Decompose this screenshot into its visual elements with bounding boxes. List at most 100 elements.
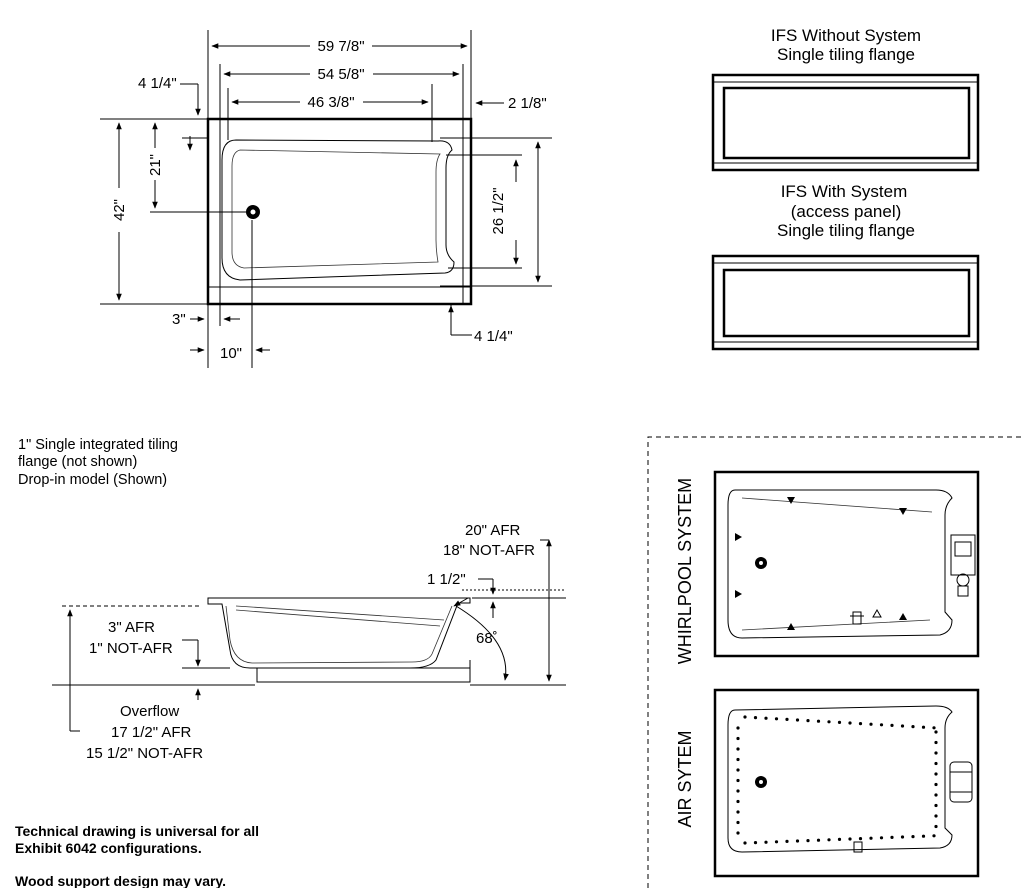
air-jet-dot: [900, 835, 905, 839]
air-jet-dot: [890, 723, 894, 728]
air-jet-dot: [736, 831, 740, 835]
footnotes: Technical drawing is universal for all E…: [15, 823, 259, 888]
valve-icon: [853, 841, 863, 853]
air-jet-dot: [932, 726, 936, 730]
air-jet-dot: [736, 778, 740, 783]
air-jet-dot: [816, 838, 821, 842]
ifs-without-title: IFS Without System: [771, 26, 921, 45]
air-jet-dot: [816, 719, 821, 723]
air-jet-dot: [736, 810, 740, 814]
air-jet-dot: [934, 740, 938, 745]
air-jet-dot: [795, 718, 800, 722]
air-jet-dot: [934, 814, 938, 818]
air-jet-dot: [736, 768, 740, 772]
section-overflow-afr: 17 1/2" AFR: [111, 724, 192, 741]
air-jet-dot: [934, 824, 938, 829]
svg-text:1" Single integrated tiling: 1" Single integrated tiling: [18, 437, 178, 453]
air-jet-dot: [753, 716, 758, 720]
air-jet-dot: [806, 719, 810, 723]
dim-left-offset: 4 1/4": [138, 75, 177, 92]
plan-view: 59 7/8" 54 5/8" 46 3/8" 4 1/4" 2 1/8" 42…: [100, 30, 552, 368]
ifs-without-subtitle: Single tiling flange: [777, 45, 915, 64]
dim-bottom-right: 4 1/4": [474, 328, 513, 345]
air-jet-dot: [911, 835, 915, 839]
tub-section: [207, 597, 471, 669]
section-view: 20" AFR 18" NOT-AFR 1 1/2" 68˚ 3" AFR 1"…: [52, 522, 566, 762]
air-jet-dot: [785, 839, 789, 844]
air-jet-dot: [900, 724, 905, 728]
air-jet-dot: [764, 716, 768, 720]
jet-icons: [735, 497, 907, 630]
air-jet-dot: [806, 839, 810, 843]
air-jet-dot: [827, 838, 831, 842]
svg-text:Exhibit 6042 configurations.: Exhibit 6042 configurations.: [15, 840, 202, 856]
pump-icon: [950, 534, 976, 597]
air-jet-dot: [795, 839, 800, 843]
air-jet-dot: [858, 722, 863, 726]
air-jet-dot: [848, 837, 852, 841]
air-jet-dot: [764, 840, 768, 844]
section-base-not-afr: 1" NOT-AFR: [89, 640, 173, 657]
blower-icon: [949, 761, 973, 803]
dim-depth-overall: 42": [111, 199, 128, 221]
air-jet-dot: [921, 725, 926, 729]
systems-panel: WHIRLPOOL SYSTEM AIR SYTEM: [647, 436, 1024, 888]
air-jet-dot: [934, 803, 938, 808]
air-jet-dot: [736, 736, 740, 741]
air-jet-dot: [932, 834, 936, 838]
ifs-with-subtitle: (access panel): [791, 202, 902, 221]
air-jet-dot: [869, 836, 873, 840]
section-overflow-not-afr: 15 1/2" NOT-AFR: [86, 745, 203, 762]
air-jet-dot: [736, 789, 740, 793]
dim-width-inner: 54 5/8": [317, 66, 364, 83]
dim-drain-center: 21": [147, 154, 164, 176]
section-height-not-afr: 18" NOT-AFR: [443, 542, 535, 559]
section-angle: 68˚: [476, 630, 498, 647]
svg-text:Technical drawing is universal: Technical drawing is universal for all: [15, 823, 259, 839]
air-jet-dot: [736, 747, 740, 751]
air-jet-dot: [827, 720, 831, 724]
whirlpool-system-label: WHIRLPOOL SYSTEM: [675, 478, 695, 664]
svg-text:Drop-in model (Shown): Drop-in model (Shown): [18, 472, 167, 488]
air-jets: [736, 715, 938, 845]
air-jet-dot: [869, 722, 873, 726]
air-jet-dot: [934, 761, 938, 766]
air-jet-dot: [934, 782, 938, 787]
air-jet-dot: [774, 840, 779, 844]
section-height-afr: 20" AFR: [465, 522, 521, 539]
wood-support: [256, 667, 471, 683]
air-jet-dot: [837, 720, 842, 725]
section-overflow-label: Overflow: [120, 703, 179, 720]
flange-note: 1" Single integrated tiling flange (not …: [18, 437, 178, 488]
air-jet-dot: [879, 836, 884, 840]
air-jet-dot: [848, 721, 852, 725]
section-base-afr: 3" AFR: [108, 619, 155, 636]
air-jet-dot: [858, 837, 863, 841]
air-jet-dot: [736, 820, 740, 825]
svg-text:Wood support design may vary.: Wood support design may vary.: [15, 873, 226, 888]
ifs-with-subtitle-2: Single tiling flange: [777, 221, 915, 240]
air-jet-dot: [934, 730, 938, 734]
air-system-label: AIR SYTEM: [675, 730, 695, 827]
air-jet-dot: [785, 717, 789, 722]
air-jet-dot: [934, 772, 938, 776]
air-jet-dot: [934, 751, 938, 755]
section-rim: 1 1/2": [427, 571, 466, 588]
air-jet-dot: [921, 834, 926, 838]
ifs-without-panel: IFS Without System Single tiling flange: [711, 26, 980, 172]
dim-bottom-left: 3": [172, 311, 186, 328]
air-jet-dot: [743, 841, 747, 845]
dim-right-offset: 2 1/8": [508, 95, 547, 112]
air-jet-dot: [736, 726, 740, 730]
valve-icon: [850, 611, 864, 625]
dim-width-overall: 59 7/8": [317, 38, 364, 55]
air-jet-dot: [879, 723, 884, 727]
air-jet-dot: [934, 793, 938, 797]
dim-width-basin: 46 3/8": [307, 94, 354, 111]
ifs-with-panel: IFS With System (access panel) Single ti…: [711, 182, 980, 351]
ifs-with-title: IFS With System: [781, 182, 908, 201]
dim-drain-from-left: 10": [220, 345, 242, 362]
dim-basin-depth: 26 1/2": [490, 187, 507, 234]
basin-outline: [221, 139, 455, 281]
air-jet-dot: [736, 757, 740, 762]
